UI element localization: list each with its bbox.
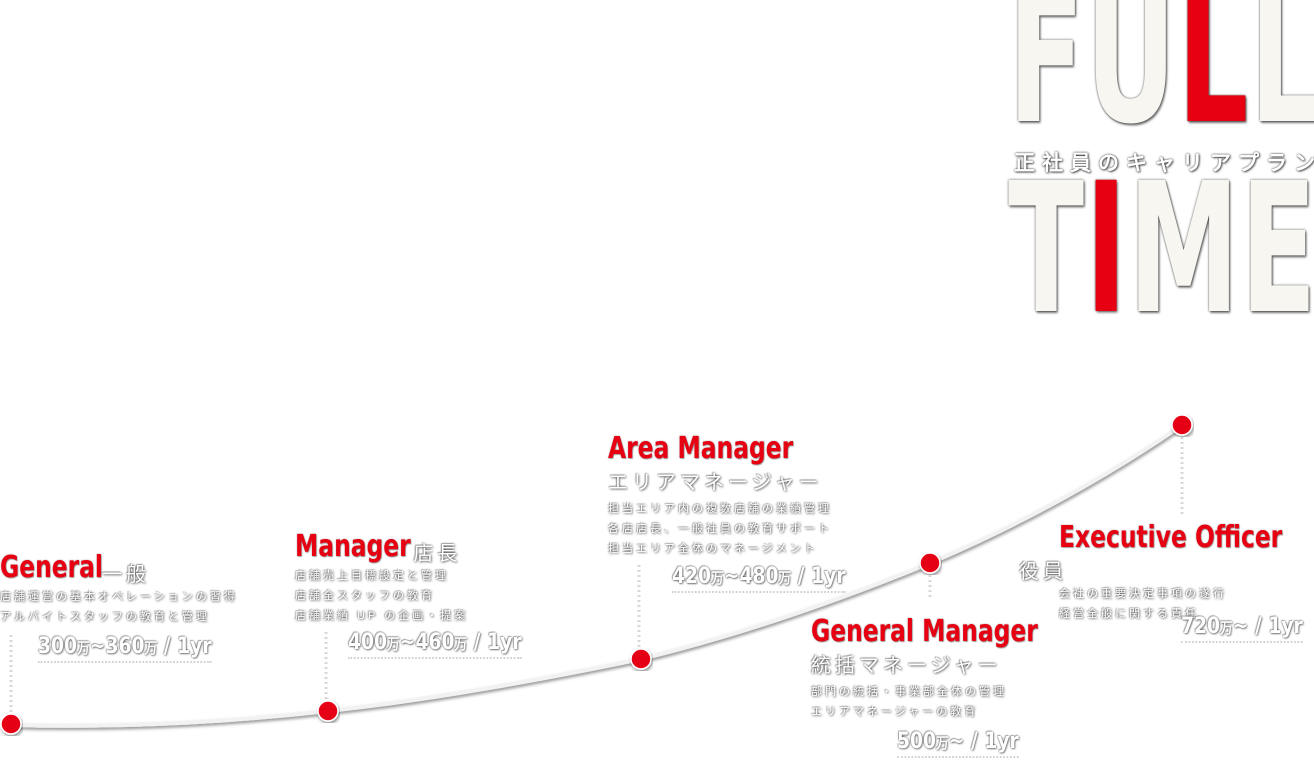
desc-line: エリアマネージャーの教育: [811, 706, 979, 718]
stop-general-manager: General Manager 統括マネージャー 部門の統括・事業部全体の管理 …: [811, 614, 1102, 722]
stop-description: 店舗運営の基本オペレーションの習得 アルバイトスタッフの教育と管理: [0, 587, 238, 627]
desc-line: 会社の重要決定事項の遂行: [1059, 588, 1227, 600]
stop-jp-title: 役員: [1019, 559, 1067, 583]
marker-manager: [317, 700, 339, 722]
stop-jp-title: 一般: [102, 562, 150, 587]
stop-title: Area Manager: [608, 431, 794, 466]
stop-title: Executive Officer: [1059, 520, 1283, 555]
title-full-accent: L: [1177, 0, 1250, 164]
stop-title: General: [0, 550, 103, 585]
title-time-part: T: [1008, 145, 1086, 354]
stop-jp-title: 統括マネージャー: [811, 653, 1002, 677]
stop-description: 店舗売上目標設定と管理 店舗全スタッフの教育 店舗業績 UP の企画・提案: [295, 566, 468, 626]
salary-executive-officer: 720万~ / 1yr: [1181, 614, 1303, 643]
desc-line: 担当エリア全体のマネージメント: [608, 543, 818, 555]
desc-line: 店舗業績 UP の企画・提案: [295, 610, 469, 623]
stop-executive-officer: Executive Officer 役員 会社の重要決定事項の遂行 経営全般に関す…: [1019, 520, 1314, 624]
marker-executive: [1171, 414, 1193, 436]
desc-line: 店舗売上目標設定と管理: [295, 570, 449, 583]
title-word-time: TIME: [1008, 160, 1314, 340]
salary-general-manager: 500万~ / 1yr: [897, 729, 1019, 758]
desc-line: 経営全般に関する責任: [1059, 608, 1199, 620]
desc-line: アルバイトスタッフの教育と管理: [0, 611, 210, 624]
stop-description: 担当エリア内の複数店舗の業績管理 各店店長、一般社員の教育サポート 担当エリア全…: [608, 499, 845, 559]
stop-area-manager: Area Manager エリアマネージャー 担当エリア内の複数店舗の業績管理 …: [608, 431, 845, 559]
desc-line: 部門の統括・事業部全体の管理: [811, 686, 1007, 698]
stop-description: 会社の重要決定事項の遂行 経営全般に関する責任: [1059, 584, 1314, 624]
stop-title: General Manager: [811, 614, 1038, 649]
stop-title: Manager: [295, 529, 411, 564]
title-full-part-end: L: [1250, 0, 1314, 164]
stop-description: 部門の統括・事業部全体の管理 エリアマネージャーの教育: [811, 682, 1102, 722]
stop-jp-title: 店長: [413, 541, 462, 566]
salary-manager: 400万~460万 / 1yr: [348, 630, 522, 659]
stop-general: General一般 店舗運営の基本オペレーションの習得 アルバイトスタッフの教育…: [0, 550, 238, 627]
title-time-accent: I: [1085, 145, 1129, 354]
desc-line: 各店店長、一般社員の教育サポート: [608, 523, 832, 535]
salary-area-manager: 420万~480万 / 1yr: [672, 564, 846, 593]
title-full-part: FU: [1008, 0, 1178, 164]
stop-jp-title: エリアマネージャー: [608, 470, 823, 494]
title-word-full: FULL: [1008, 0, 1314, 150]
title-subtitle: 正社員のキャリアプラン: [1014, 151, 1314, 175]
desc-line: 店舗全スタッフの教育: [295, 590, 435, 603]
marker-area-manager: [630, 648, 652, 670]
desc-line: 担当エリア内の複数店舗の業績管理: [608, 503, 832, 515]
salary-general: 300万~360万 / 1yr: [38, 634, 212, 663]
title-time-part-end: ME: [1128, 145, 1314, 354]
marker-general-manager: [919, 552, 941, 574]
desc-line: 店舗運営の基本オペレーションの習得: [0, 591, 238, 604]
marker-general: [0, 713, 22, 735]
